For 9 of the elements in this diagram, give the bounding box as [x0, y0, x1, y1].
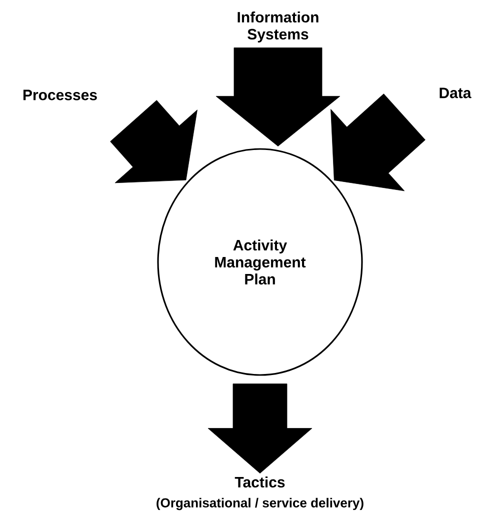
node-label: Tactics	[234, 476, 285, 488]
caption-text: (Organisational / service delivery)	[156, 498, 364, 510]
block-arrow	[330, 94, 426, 192]
node-label: Data	[440, 88, 472, 98]
block-arrow	[216, 48, 340, 146]
node-label: Information Systems	[238, 12, 318, 42]
block-arrow	[110, 100, 198, 184]
block-arrow	[208, 384, 312, 474]
node-label: Processes	[23, 90, 97, 100]
